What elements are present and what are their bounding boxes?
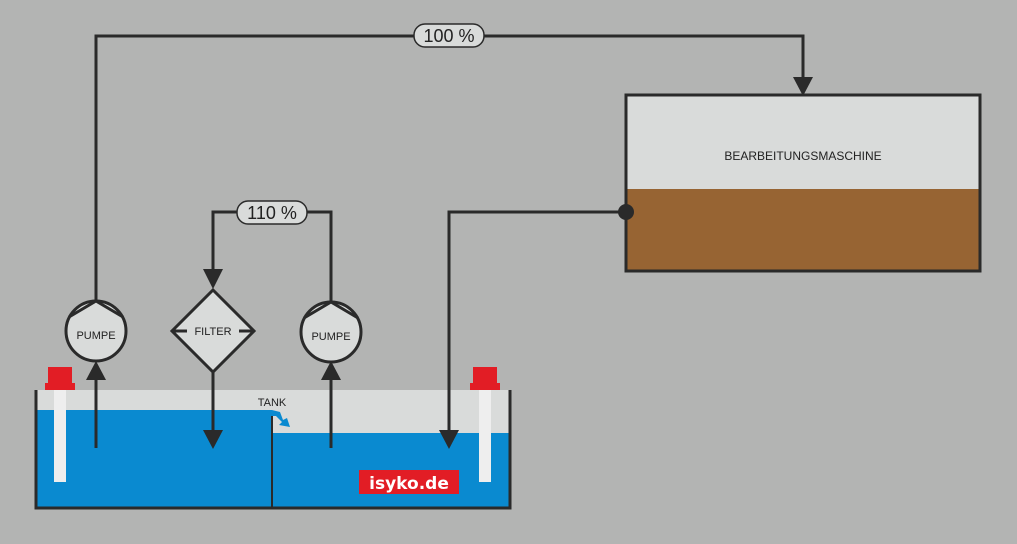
filter: FILTER — [169, 287, 257, 375]
level-sensor-left — [45, 367, 75, 482]
svg-text:PUMPE: PUMPE — [311, 331, 350, 343]
tank — [34, 390, 512, 510]
svg-text:110 %: 110 % — [247, 203, 297, 223]
flow-label-filter: 110 % — [236, 200, 308, 225]
brand-badge[interactable]: isyko.de — [359, 470, 459, 494]
sensor-tube — [54, 390, 66, 482]
tank-label: TANK — [258, 397, 287, 409]
flow-arrow-icon — [203, 430, 223, 449]
filter-icon — [169, 287, 257, 375]
machine: BEARBEITUNGSMASCHINE — [618, 93, 982, 273]
tank-water-left — [36, 410, 272, 508]
pipe-filter-supply — [211, 210, 333, 302]
flow-arrow-icon — [439, 430, 459, 449]
float-cap-icon — [473, 367, 497, 385]
flow-arrow-icon — [321, 361, 341, 380]
svg-text:FILTER: FILTER — [194, 326, 231, 338]
machine-fluid — [626, 189, 980, 271]
flow-arrow-icon — [86, 361, 106, 380]
overflow-arrow-icon — [272, 410, 290, 427]
flow-label-main: 100 % — [413, 23, 485, 48]
float-cap-icon — [48, 367, 72, 385]
pipe-machine-return — [447, 210, 626, 432]
sensor-tube — [479, 390, 491, 482]
svg-text:PUMPE: PUMPE — [76, 330, 115, 342]
brand-text[interactable]: isyko.de — [369, 474, 449, 494]
flow-arrow-icon — [203, 269, 223, 289]
outlet-port-icon — [618, 204, 634, 220]
pump-right: PUMPE — [299, 300, 363, 364]
machine-label: BEARBEITUNGSMASCHINE — [724, 149, 881, 163]
pump-left: PUMPE — [64, 299, 128, 363]
flow-arrow-icon — [793, 77, 813, 96]
svg-text:100 %: 100 % — [423, 26, 474, 46]
level-sensor-right — [470, 367, 500, 482]
